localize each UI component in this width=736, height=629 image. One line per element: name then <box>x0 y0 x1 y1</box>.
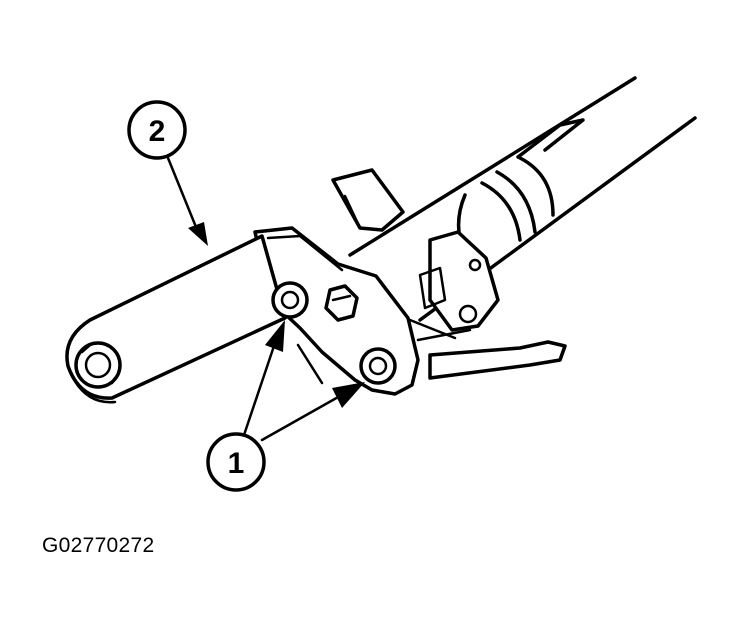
bolt-lower <box>359 347 397 385</box>
figure-code: G02770272 <box>42 534 155 557</box>
plate-edge-mark <box>296 343 324 385</box>
bolt-upper <box>271 281 309 319</box>
mechanism-block <box>408 230 500 342</box>
bolt-center <box>324 284 359 322</box>
shift-lever <box>428 340 567 380</box>
lever-arm <box>65 234 287 404</box>
callout-1: 1 <box>206 320 365 492</box>
arm-end-nut <box>74 341 122 389</box>
callout-1-label: 1 <box>228 447 245 480</box>
column-shaft <box>348 76 697 322</box>
callout-2-label: 2 <box>149 115 166 148</box>
upper-bracket <box>331 168 405 232</box>
callout-2: 2 <box>127 100 208 246</box>
